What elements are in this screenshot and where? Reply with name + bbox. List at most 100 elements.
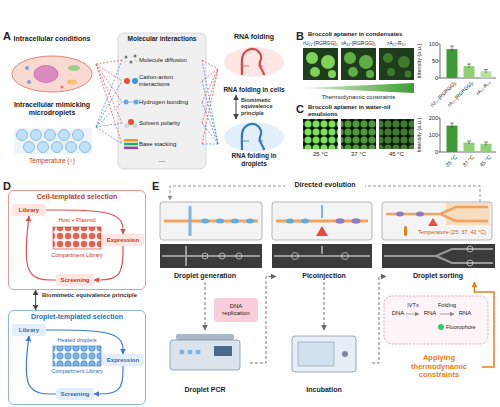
micrograph <box>162 246 260 266</box>
micrograph <box>236 253 242 259</box>
connector <box>96 102 122 127</box>
node-text: RNA folding in droplets <box>220 152 288 167</box>
node-text: Library <box>13 207 45 214</box>
axis-title: Intensity (a.u.) <box>416 107 422 163</box>
micrograph <box>274 246 370 256</box>
cell-illustration <box>34 66 58 83</box>
node-text: Expression <box>103 237 143 244</box>
tick-label: 0 <box>424 75 438 81</box>
pcr-instrument <box>176 334 234 340</box>
process-note: DNA replication <box>214 298 258 322</box>
condition-note: Temperature (↑) <box>8 157 96 164</box>
micrograph <box>379 48 414 80</box>
droplet-illustration <box>14 128 92 154</box>
constraint-note: Applying thermodynamic constraints <box>396 352 482 382</box>
panel-letter: D <box>3 180 15 193</box>
tick-label: 25 °C <box>433 154 459 180</box>
micrograph <box>303 48 338 80</box>
microfluidic-chip <box>164 220 258 223</box>
node-text: RNA folding in cells <box>220 86 288 93</box>
microfluidic-chip <box>272 202 372 240</box>
reaction-callout <box>406 314 419 315</box>
connector <box>236 95 237 119</box>
condition-panel: Intracellular conditions <box>8 33 96 95</box>
cycle-step: Library <box>12 204 46 216</box>
panel-letter: C <box>296 103 308 116</box>
folding-panel: RNA folding in droplets <box>218 119 290 169</box>
cell-illustration <box>12 56 92 92</box>
cycle-step: Expression <box>102 354 144 366</box>
micrograph <box>384 249 493 263</box>
process-step: Picoinjection <box>276 271 372 282</box>
reaction-callout <box>440 314 454 315</box>
step-note: Folding <box>434 302 460 308</box>
microfluidic-chip <box>286 219 294 224</box>
node-text: Expression <box>103 357 143 364</box>
microfluidic-chip <box>216 219 224 224</box>
connector <box>96 123 122 127</box>
connector <box>202 123 218 144</box>
bar-chart <box>447 49 458 78</box>
microfluidic-chip <box>316 226 328 236</box>
microfluidic-chip <box>416 212 424 217</box>
node-text: Incubation <box>278 386 370 394</box>
micrograph <box>398 56 410 68</box>
molecule-label: Fluorophore <box>446 324 488 330</box>
interaction-icon <box>124 100 129 105</box>
step-note: Compartment Library <box>50 252 104 258</box>
cell-illustration <box>12 56 92 92</box>
connector <box>26 336 56 394</box>
connector <box>26 216 56 280</box>
droplet-illustration <box>45 130 56 141</box>
node-text: Library <box>13 327 45 334</box>
micrograph <box>160 244 262 268</box>
pcr-instrument <box>196 350 201 355</box>
microfluidic-chip <box>201 219 209 224</box>
node-text: Molecule diffusion <box>139 57 200 64</box>
node-text: Solvent polarity <box>139 120 200 127</box>
node-text: Droplet PCR <box>162 386 248 394</box>
cycle-step: Screening <box>56 388 94 400</box>
cycle-step: Library <box>12 324 46 336</box>
process-step: Droplet sorting <box>386 271 490 282</box>
node-text: Droplet generation <box>161 272 249 280</box>
selection-panel: Droplet-templated selectionLibraryExpres… <box>8 310 146 405</box>
reaction-callout <box>384 296 488 344</box>
sample-label: 37 °C <box>341 151 376 158</box>
pcr-instrument <box>188 350 193 355</box>
droplet-illustration <box>80 142 91 153</box>
connector <box>46 210 123 234</box>
bar-chart <box>450 123 488 146</box>
gradient-label: Thermodynamic constraints <box>303 94 414 101</box>
cell-illustration <box>67 80 77 85</box>
node-text: Picoinjection <box>277 272 371 280</box>
incubator-instrument <box>342 351 348 357</box>
microfluidic-chip <box>301 219 309 224</box>
micrograph <box>219 253 225 259</box>
tick-label: 100 <box>424 41 438 47</box>
micrograph <box>341 119 376 149</box>
droplet-plate <box>53 346 101 366</box>
tick-label: 100 <box>424 132 438 138</box>
step-note: Heated droplets <box>54 337 100 343</box>
sample-label: rU₂₂-[RGRGG]₅ <box>301 41 340 47</box>
bar-chart <box>438 44 496 78</box>
connector-label: Biomimetic equivalence principle <box>42 292 146 299</box>
micrograph <box>341 48 376 80</box>
interaction-icon <box>124 60 137 63</box>
microfluidic-chip <box>404 226 407 236</box>
ellipsis: ... <box>150 155 174 164</box>
microfluidic-chip <box>231 219 239 224</box>
micrograph <box>303 119 338 149</box>
micrograph <box>387 68 395 76</box>
micrograph <box>321 55 335 69</box>
micrograph <box>202 253 208 259</box>
incubator-instrument <box>292 336 356 372</box>
droplet-illustration <box>14 128 92 154</box>
droplet-illustration <box>38 142 49 153</box>
micrograph <box>366 70 374 78</box>
interaction-icon <box>124 143 138 146</box>
rna-illustration <box>242 49 264 75</box>
micrograph <box>344 52 356 64</box>
